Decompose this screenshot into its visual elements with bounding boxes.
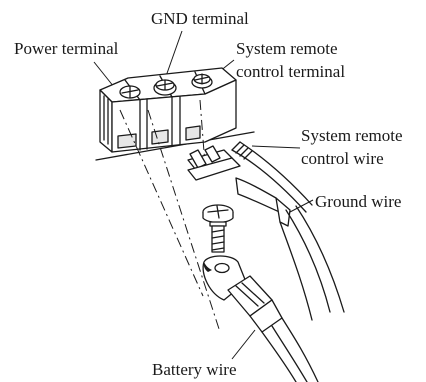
ground-wire [235, 177, 345, 321]
label-system-remote-control-wire-2: control wire [301, 149, 384, 168]
alignment-guides [119, 99, 221, 333]
label-gnd-terminal: GND terminal [151, 9, 249, 28]
label-battery-wire: Battery wire [152, 360, 237, 379]
system-remote-control-terminal-screw [191, 73, 213, 89]
label-power-terminal: Power terminal [14, 39, 119, 58]
power-terminal-screw [119, 85, 141, 99]
ground-screw [202, 204, 234, 253]
label-system-remote-control-terminal-2: control terminal [236, 62, 345, 81]
terminal-block [99, 67, 237, 153]
label-ground-wire: Ground wire [315, 192, 401, 211]
battery-wire [202, 255, 319, 382]
gnd-terminal-screw [153, 79, 177, 96]
panel-edge-line [95, 131, 255, 161]
system-remote-control-wire [187, 141, 313, 213]
label-system-remote-control-wire-1: System remote [301, 126, 403, 145]
label-system-remote-control-terminal-1: System remote [236, 39, 338, 58]
